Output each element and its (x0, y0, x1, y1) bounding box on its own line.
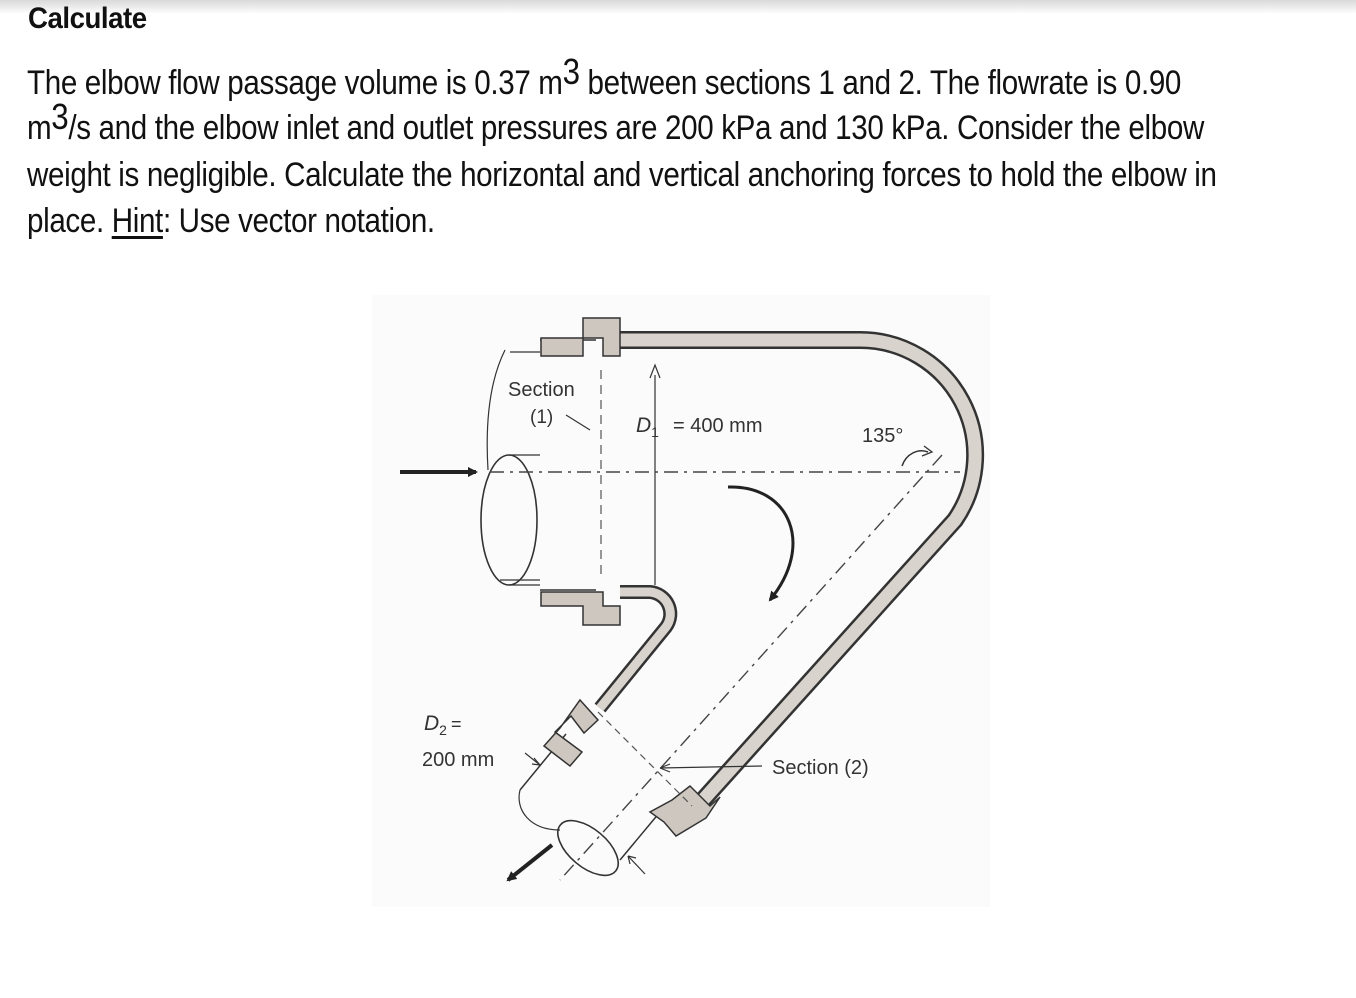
flange-2-upper (542, 698, 600, 768)
problem-statement: The elbow flow passage volume is 0.37 m3… (27, 51, 1262, 244)
d2-symbol: D2= (424, 712, 461, 738)
d1-value: = 400 mm (673, 415, 762, 437)
angle-label: 135° (862, 425, 903, 447)
top-shadow-bar (0, 0, 1356, 14)
outlet-opening (557, 819, 619, 877)
elbow-figure: Section (1) D1 = 400 mm 135° D2= 200 mm … (370, 290, 1010, 910)
section-1-label: Section (508, 379, 575, 401)
d2-value: 200 mm (422, 749, 494, 771)
section-2-label: Section (2) (772, 757, 869, 779)
rotation-arrow (727, 485, 795, 602)
page-heading: Calculate (28, 2, 147, 35)
problem-line-3: weight is negligible. Calculate the hori… (27, 156, 1217, 194)
problem-line-2: m3/s and the elbow inlet and outlet pres… (27, 96, 1204, 148)
d1-symbol: D1 (636, 414, 659, 440)
section-1-number: (1) (530, 407, 553, 428)
hint-label: Hint (111, 202, 164, 240)
flange-2-lower (648, 785, 721, 837)
flange-1-bottom (540, 591, 621, 626)
problem-line-1: The elbow flow passage volume is 0.37 m3… (27, 51, 1182, 103)
flange-1-top (540, 317, 621, 357)
problem-line-4: place. Hint: Use vector notation. (27, 202, 435, 240)
